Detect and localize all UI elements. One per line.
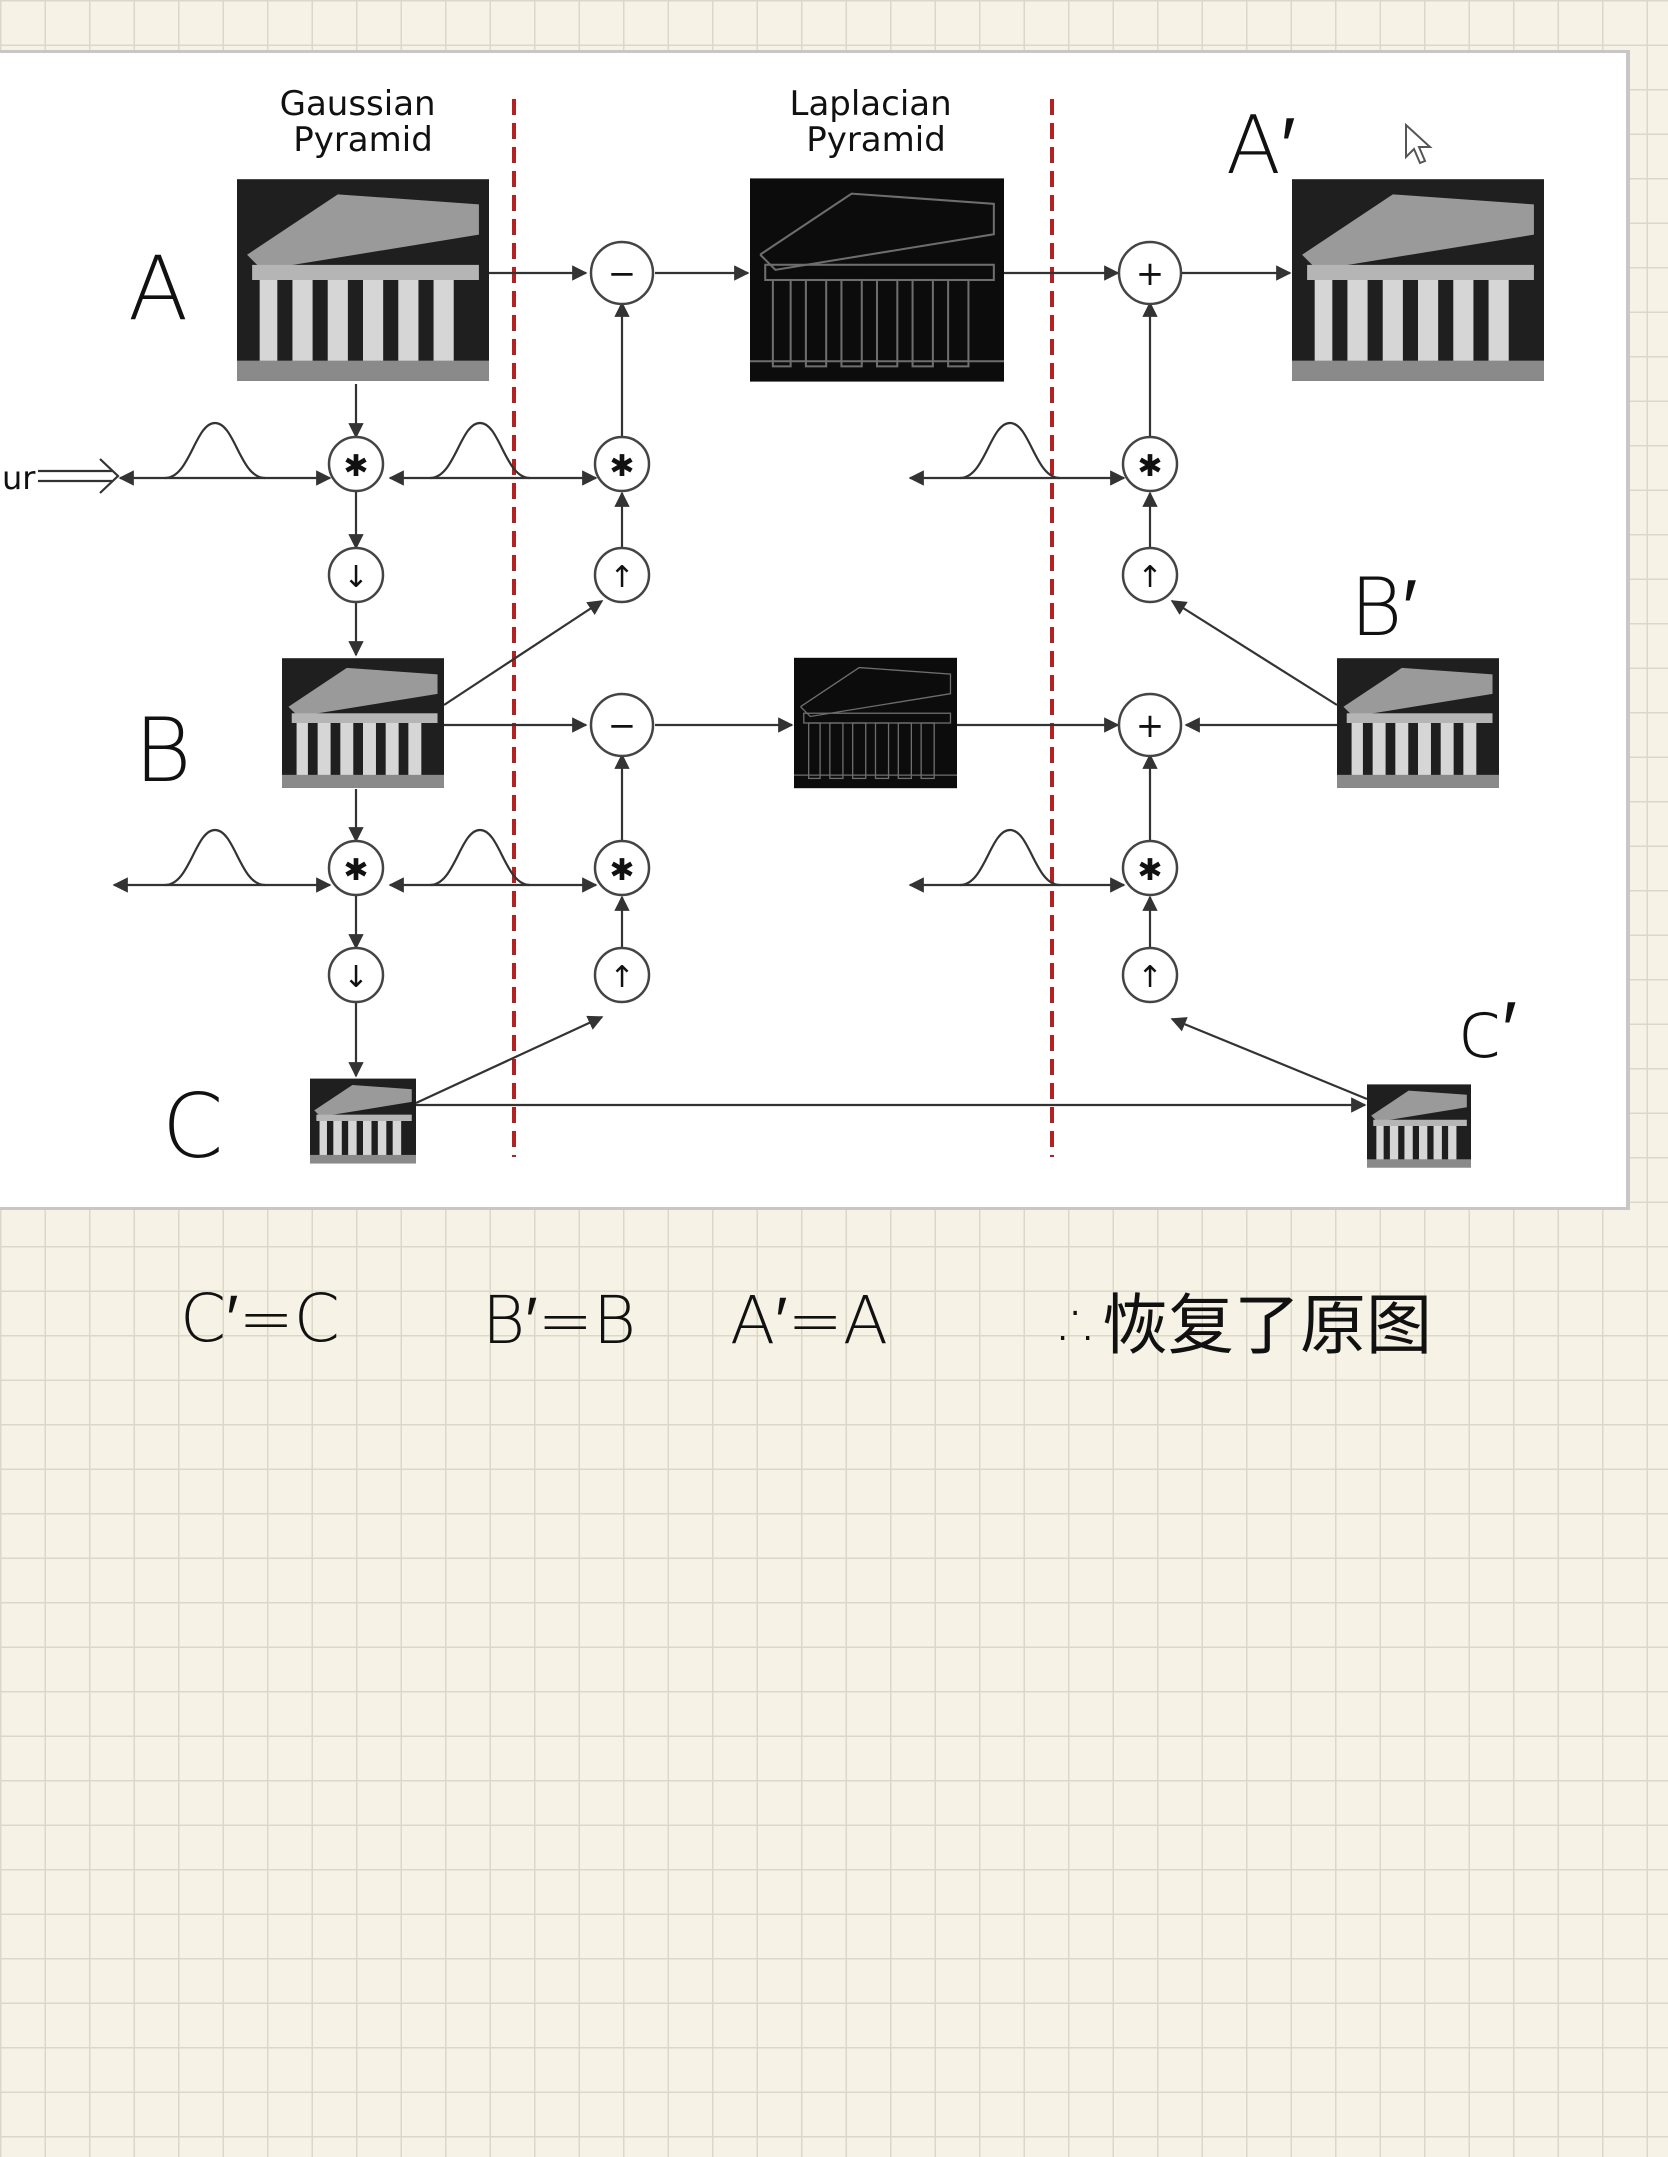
gaussian-kernel-3 [164,828,266,887]
convolve-node-3: ✱ [593,435,651,493]
convolve-symbol: ✱ [343,853,368,888]
convolve-node-1: ✱ [327,435,385,493]
convolve-symbol: ✱ [609,449,634,484]
add-node-a: + [1117,240,1183,306]
label-c: C [162,1075,223,1178]
gaussian-kernel-6 [959,828,1061,887]
gaussian-title-line1: Gaussian [280,84,436,124]
pyramid-diagram: Gaussian Pyramid Laplacian Pyramid [2,84,1544,1178]
subtract-node-b: − [589,692,655,758]
up-symbol: ↑ [1137,960,1162,995]
image-reconstructed-b [1337,658,1499,788]
image-laplacian-level-b [794,657,957,789]
up-symbol: ↑ [609,960,634,995]
add-symbol: + [1136,706,1165,746]
image-reconstructed-c [1367,1084,1471,1168]
up-symbol: ↑ [609,560,634,595]
convolve-node-4: ✱ [593,839,651,897]
down-node-2: ↓ [327,946,385,1004]
convolve-node-2: ✱ [327,839,385,897]
up-node-3: ↑ [1121,546,1179,604]
gaussian-kernel-2 [429,421,531,480]
convolve-symbol: ✱ [609,853,634,888]
mouse-cursor-icon [1405,122,1433,165]
subtract-symbol: − [608,706,637,746]
up-symbol: ↑ [1137,560,1162,595]
down-node-1: ↓ [327,546,385,604]
label-b-prime: B′ [1350,561,1417,654]
label-a: A [128,237,188,340]
convolve-node-6: ✱ [1121,839,1179,897]
arrow-b-to-up1 [443,600,604,706]
note-b-equals: B′=B [482,1282,637,1359]
note-conclusion: ∴恢复了原图 [1060,1287,1432,1364]
subtract-symbol: − [608,254,637,294]
up-node-4: ↑ [1121,946,1179,1004]
up-node-2: ↑ [593,946,651,1004]
laplacian-title-line2: Pyramid [806,120,946,160]
subtract-node-a: − [589,240,655,306]
image-gaussian-level-b [282,658,444,788]
label-a-prime: A′ [1226,99,1296,192]
convolve-symbol: ✱ [343,449,368,484]
gaussian-kernel-5 [959,421,1061,480]
down-symbol: ↓ [343,960,368,995]
gaussian-title: Gaussian Pyramid [280,84,447,160]
convolve-node-5: ✱ [1121,435,1179,493]
blur-arrow-tip [99,458,120,494]
convolve-symbol: ✱ [1137,853,1162,888]
laplacian-title: Laplacian Pyramid [790,84,963,160]
arrow-c-to-up2 [415,1015,604,1104]
laplacian-title-line1: Laplacian [790,84,952,124]
image-gaussian-level-a [237,179,489,381]
label-c-prime: c′ [1458,983,1517,1076]
up-node-1: ↑ [593,546,651,604]
arrow-b-prime-to-up3 [1170,600,1338,706]
add-node-b: + [1117,692,1183,758]
blur-label: ur [2,459,36,497]
down-symbol: ↓ [343,560,368,595]
gaussian-title-line2: Pyramid [293,120,433,160]
gaussian-kernel-4 [429,828,531,887]
label-b: B [134,699,192,802]
arrow-c-prime-to-up4 [1170,1017,1368,1101]
image-gaussian-level-c [310,1078,416,1164]
add-symbol: + [1136,254,1165,294]
image-reconstructed-a [1292,179,1544,381]
note-c-equals: C′=C [180,1280,340,1357]
note-a-equals: A′=A [730,1282,888,1359]
gaussian-kernel-1 [164,421,266,480]
image-laplacian-level-a [750,177,1004,383]
convolve-symbol: ✱ [1137,449,1162,484]
pyramid-figure: Gaussian Pyramid Laplacian Pyramid [0,50,1630,1210]
